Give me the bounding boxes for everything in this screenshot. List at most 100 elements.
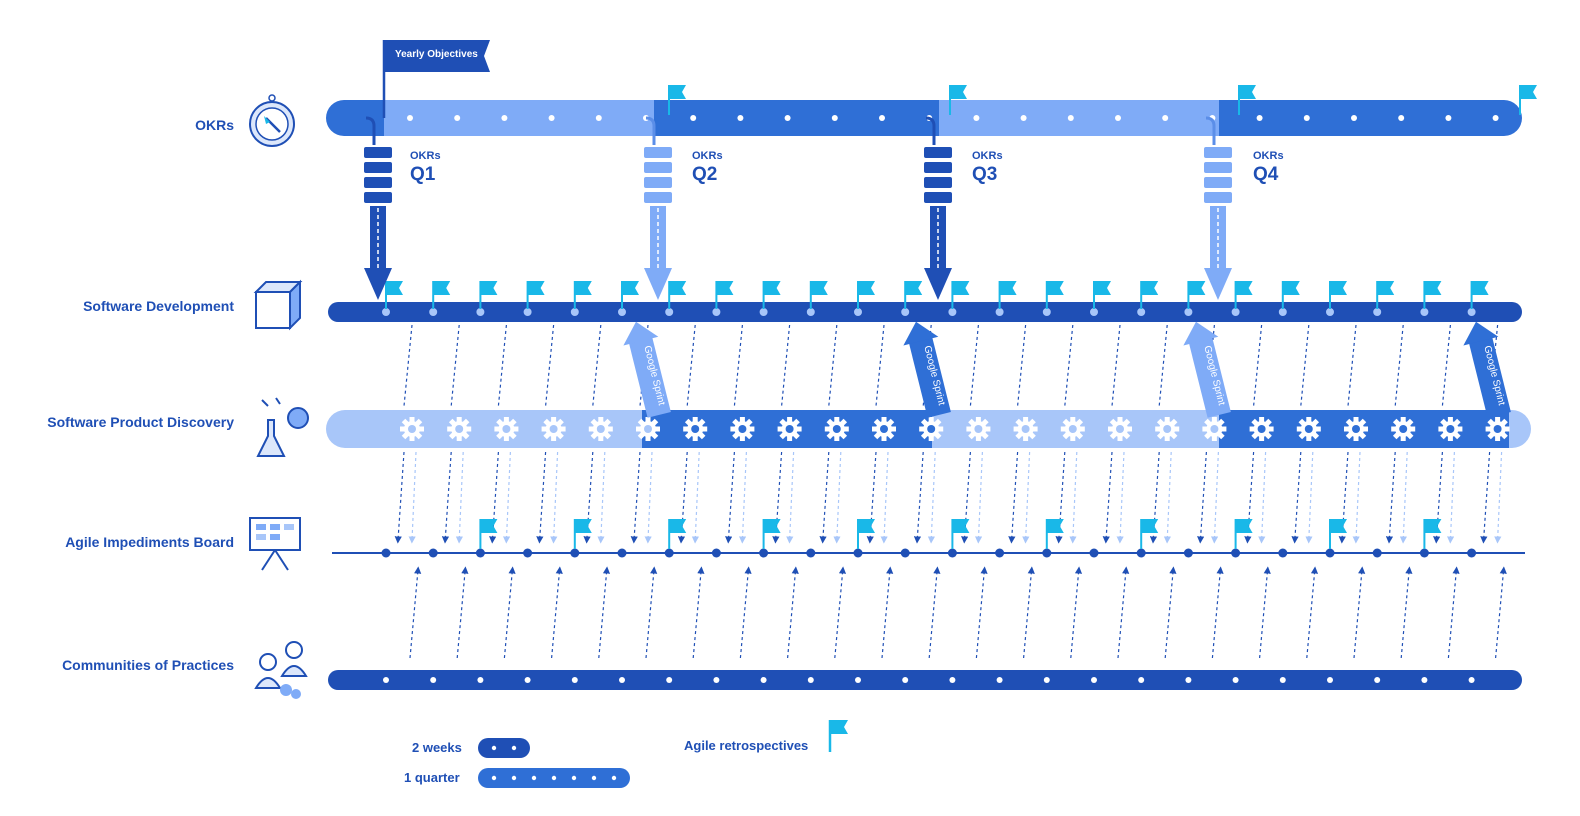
- connector-line: [1253, 324, 1263, 407]
- community-dot: [524, 677, 531, 683]
- connector-arrow: [1023, 566, 1035, 659]
- gear-icon: [872, 417, 896, 441]
- impediment-dot: [711, 548, 721, 558]
- connector-line: [733, 324, 743, 407]
- connector-arrow: [1211, 566, 1224, 659]
- impediment-dot: [1419, 548, 1429, 558]
- okr-bar-dot: [831, 115, 838, 121]
- connector-line: [828, 324, 838, 407]
- okr-bar-dot: [879, 115, 885, 121]
- retrospective-flag-icon: [1329, 519, 1347, 549]
- community-dot: [1279, 677, 1286, 683]
- connector-arrow: [787, 566, 799, 659]
- retrospective-flag-icon: [951, 281, 970, 309]
- board-icon: [249, 517, 301, 571]
- connector-arrow: [550, 451, 559, 544]
- impediment-dot: [806, 548, 816, 558]
- community-dot: [430, 677, 437, 683]
- connector-arrow: [725, 451, 735, 544]
- retrospective-flag-icon: [1423, 519, 1442, 549]
- retrospective-flag-icon: [668, 281, 687, 309]
- connector-arrow: [1069, 451, 1078, 544]
- connector-arrow: [536, 451, 547, 544]
- connector-line: [1394, 324, 1404, 407]
- connector-arrow: [691, 451, 700, 544]
- connector-line: [1017, 324, 1027, 407]
- connector-arrow: [1070, 566, 1083, 659]
- connector-arrow: [645, 566, 658, 659]
- communities-of-practices-label: Communities of Practices: [62, 657, 234, 673]
- connector-arrow: [644, 451, 653, 544]
- gear-icon: [1108, 417, 1132, 441]
- community-dot: [1091, 677, 1097, 683]
- community-dot: [477, 677, 484, 683]
- okr-bar-dot: [1067, 115, 1074, 121]
- community-dot: [619, 677, 625, 683]
- quarter-2-okr-pipe: [644, 116, 672, 300]
- gear-icon: [1296, 417, 1321, 441]
- quarter-flag-icon: [1519, 85, 1537, 115]
- okrs-label: OKRs: [195, 117, 234, 133]
- retrospective-flag-icon: [1281, 281, 1300, 309]
- connector-arrow: [975, 566, 988, 659]
- gear-icon: [919, 417, 944, 441]
- okr-bar-dot: [501, 115, 508, 121]
- okr-bar-dot: [1020, 115, 1027, 121]
- connector-arrow: [1022, 451, 1031, 544]
- connector-line: [403, 324, 413, 407]
- okr-bar-dot: [737, 115, 744, 121]
- retrospective-flag-icon: [1045, 281, 1064, 309]
- connector-arrow: [928, 566, 941, 659]
- impediment-dot: [995, 548, 1005, 558]
- connector-arrow: [597, 451, 606, 544]
- legend-two-weeks-swatch: [478, 738, 530, 758]
- yearly-objectives-label: Yearly Objectives: [395, 49, 478, 60]
- connector-line: [875, 324, 885, 407]
- connector-arrow: [1446, 451, 1455, 544]
- retrospective-flag-icon: [1140, 519, 1159, 549]
- connector-line: [1347, 324, 1357, 407]
- retrospective-flag-icon: [998, 281, 1017, 309]
- community-dot: [1232, 677, 1239, 683]
- connector-arrow: [408, 451, 417, 544]
- connector-line: [1441, 324, 1451, 407]
- connector-line: [1158, 324, 1168, 407]
- connector-line: [781, 324, 791, 407]
- retrospective-flag-icon: [762, 281, 781, 309]
- retrospective-flag-icon: [479, 519, 498, 549]
- retrospective-flag-icon: [951, 519, 970, 549]
- retrospective-flag-icon: [857, 519, 875, 549]
- people-puzzle-icon: [254, 641, 308, 699]
- retrospective-flag-icon: [904, 281, 923, 309]
- google-sprint-arrow: Google Sprint: [623, 321, 671, 418]
- community-dot: [855, 677, 861, 683]
- community-dot: [713, 677, 720, 683]
- software-product-discovery-label: Software Product Discovery: [47, 414, 234, 430]
- okr-bar-dot: [407, 115, 413, 121]
- impediment-dot: [947, 548, 957, 558]
- retrospective-flag-icon: [479, 281, 498, 309]
- connector-arrow: [1385, 451, 1396, 544]
- quarter-4-okrs-label: OKRs: [1253, 150, 1284, 162]
- quarter-1-okr-pipe: [364, 116, 392, 300]
- community-dot: [760, 677, 767, 683]
- community-dot: [1138, 677, 1145, 683]
- quarter-3-okr-pipe: [924, 116, 952, 300]
- connector-arrow: [1305, 451, 1314, 544]
- gear-icon: [1202, 417, 1227, 441]
- impediment-dot: [1042, 548, 1052, 558]
- gear-icon: [1155, 417, 1180, 441]
- software-development-label: Software Development: [83, 298, 234, 314]
- gear-icon: [636, 417, 660, 441]
- quarter-1-okrs-label: OKRs: [410, 150, 441, 162]
- connector-arrow: [738, 451, 747, 544]
- okr-bar-dot: [454, 115, 461, 121]
- agile-impediments-board-label: Agile Impediments Board: [65, 534, 234, 550]
- connector-arrow: [455, 451, 464, 544]
- retrospective-flag-icon: [621, 281, 639, 309]
- community-dot: [383, 677, 389, 683]
- retrospective-flag-icon: [1187, 281, 1206, 309]
- flask-brain-icon: [256, 397, 309, 457]
- okr-bar-dot: [1115, 115, 1121, 121]
